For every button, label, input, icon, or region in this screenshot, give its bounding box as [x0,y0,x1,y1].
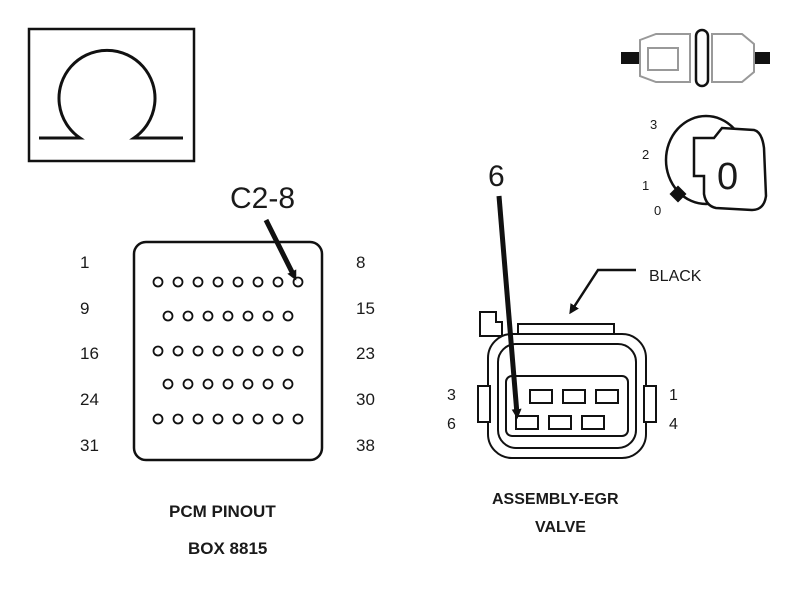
pcm-callout-arrow [263,218,297,281]
pcm-pin [242,378,254,390]
pcm-pin [282,378,294,390]
pcm-pin [222,378,234,390]
pcm-caption-line2: BOX 8815 [188,539,268,558]
egr-pin-label-right: 4 [669,416,678,433]
pcm-pin [272,413,284,425]
egr-wire-color-label: BLACK [649,268,702,285]
inline-connector-icon [621,28,770,88]
pcm-pin-label-left: 9 [80,299,90,318]
pcm-pin [202,310,214,322]
pcm-pin [162,310,174,322]
egr-caption-line2: VALVE [535,519,586,536]
pcm-pin [292,276,304,288]
ignition-position-1: 1 [642,178,650,193]
ignition-key-label: 0 [717,156,739,198]
pcm-pin [152,413,164,425]
pcm-pin-label-right: 23 [356,344,375,363]
egr-callout-label: 6 [488,160,505,193]
egr-caption-line1: ASSEMBLY-EGR [492,491,619,508]
pcm-pin [212,413,224,425]
pcm-pin [262,310,274,322]
pcm-pin [202,378,214,390]
pcm-pin-label-left: 1 [80,253,90,272]
pcm-pin [232,413,244,425]
pcm-pin-label-right: 30 [356,390,375,409]
pcm-pin [252,276,264,288]
pcm-connector-body [132,240,324,462]
pcm-pin-label-right: 15 [356,299,375,318]
pcm-pin [292,413,304,425]
pcm-pin [192,345,204,357]
pcm-pin [192,276,204,288]
pcm-pin [212,276,224,288]
pcm-pin [242,310,254,322]
pcm-pin [212,345,224,357]
pcm-pin [232,345,244,357]
pcm-pin [172,413,184,425]
pcm-pin [152,345,164,357]
pcm-pin [232,276,244,288]
pcm-pin [182,310,194,322]
pcm-pin-label-left: 24 [80,390,99,409]
pcm-pin [252,345,264,357]
pcm-pin [272,276,284,288]
black-leader-arrow [569,268,636,315]
ignition-key-icon [664,114,768,212]
pcm-pin-grid [152,276,304,425]
pcm-pin [292,345,304,357]
pcm-pin [252,413,264,425]
egr-pin-label-left: 3 [447,387,456,404]
pcm-caption-line1: PCM PINOUT [169,502,276,521]
egr-connector-body [477,311,657,459]
pcm-pin [222,310,234,322]
pcm-pin-label-left: 16 [80,344,99,363]
pcm-callout-label: C2-8 [230,182,296,215]
pcm-pin [182,378,194,390]
egr-callout-arrow [496,195,522,419]
pcm-pin-label-right: 8 [356,253,366,272]
pcm-pin-label-left: 31 [80,436,99,455]
pcm-pin [172,276,184,288]
pcm-pin-label-right: 38 [356,436,375,455]
pcm-pin [272,345,284,357]
ohm-icon [27,27,196,163]
pcm-pin [162,378,174,390]
pcm-pin [282,310,294,322]
pcm-pin [152,276,164,288]
pcm-pin [172,345,184,357]
pcm-pin [262,378,274,390]
ignition-position-3: 3 [650,117,658,132]
ignition-position-0: 0 [654,203,662,218]
egr-pin-label-left: 6 [447,416,456,433]
pcm-pin [192,413,204,425]
egr-pin-label-right: 1 [669,387,678,404]
ignition-position-2: 2 [642,147,650,162]
